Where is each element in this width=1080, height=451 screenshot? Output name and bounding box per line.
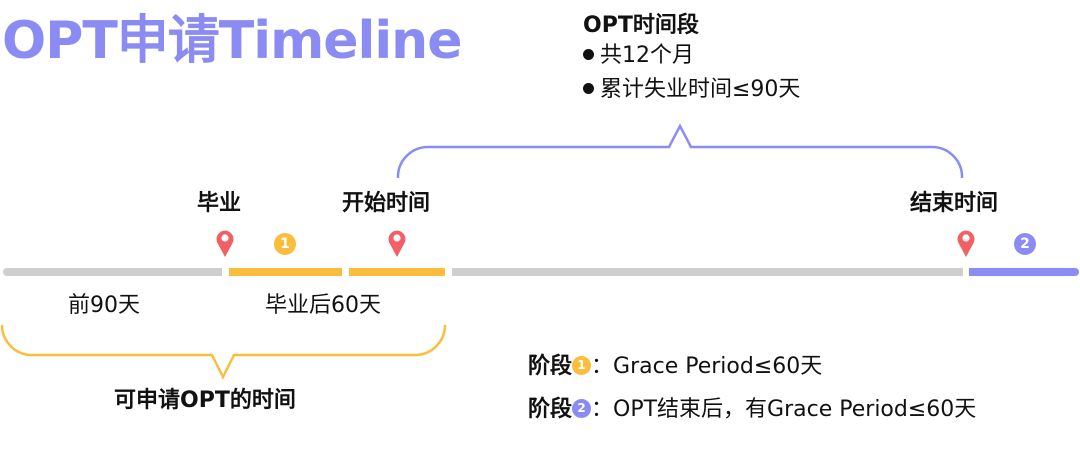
bullet-dot-icon [583, 48, 594, 60]
location-pin-icon [957, 230, 975, 257]
timeline-segment-phase1a [229, 268, 342, 276]
opt-period-heading: OPT时间段 [583, 13, 699, 38]
bullet-text: 共12个月 [600, 43, 694, 68]
legend-label: 阶段 [528, 354, 573, 379]
legend-sep: ： [591, 397, 614, 422]
legend-text: OPT结束后，有Grace Period≤60天 [613, 397, 977, 422]
location-pin-icon [388, 230, 406, 257]
milestone-graduation-label: 毕业 [197, 191, 242, 216]
after-60-days-label: 毕业后60天 [265, 293, 381, 318]
legend-sep: ： [591, 354, 614, 379]
milestone-start-label: 开始时间 [342, 191, 431, 216]
phase-2-marker: 2 [1014, 233, 1036, 255]
page-title: OPT申请Timeline [2, 11, 462, 71]
bullet-text: 累计失业时间≤90天 [600, 77, 801, 102]
timeline-segment-opt [452, 268, 963, 276]
legend-label: 阶段 [528, 397, 573, 422]
phase-1-badge: 1 [572, 355, 592, 375]
timeline-segment-phase1b [349, 268, 445, 276]
opt-period-bullet: 共12个月 [583, 42, 694, 70]
apply-window-label: 可申请OPT的时间 [114, 388, 296, 413]
phase-1-marker: 1 [274, 233, 296, 255]
before-90-days-label: 前90天 [68, 293, 140, 318]
timeline-segment-before [3, 268, 222, 276]
opt-period-bullet: 累计失业时间≤90天 [583, 76, 800, 104]
phase-2-badge: 2 [572, 398, 592, 418]
location-pin-icon [216, 230, 234, 257]
apply-window-brace [0, 324, 447, 380]
bullet-dot-icon [583, 82, 594, 94]
legend-text: Grace Period≤60天 [613, 354, 823, 379]
timeline-segment-phase2 [969, 268, 1079, 276]
opt-period-brace [396, 123, 964, 179]
milestone-end-label: 结束时间 [910, 191, 999, 216]
